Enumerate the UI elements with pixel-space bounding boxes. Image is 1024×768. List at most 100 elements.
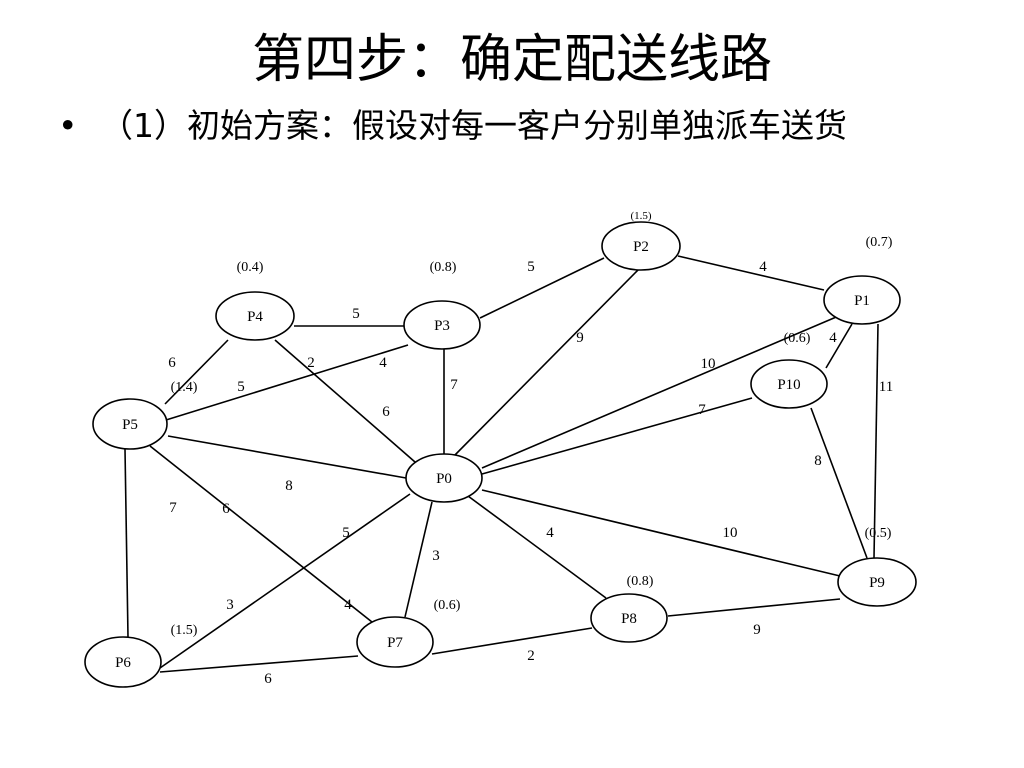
node-label: P2 <box>633 239 649 255</box>
node-p8: P8 <box>590 593 668 643</box>
edge-distance-label: 6 <box>168 355 176 371</box>
edge-distance-label: 3 <box>226 597 234 613</box>
edge-p5-p7 <box>149 445 373 623</box>
node-ellipse <box>92 398 168 450</box>
node-ellipse <box>601 221 681 271</box>
demand-label-p3: (0.8) <box>430 260 457 275</box>
edge-distance-label: 7 <box>169 500 177 516</box>
edge-distance-label: 5 <box>527 259 535 275</box>
node-label: P4 <box>247 309 263 325</box>
edge-distance-label: 4 <box>379 355 387 371</box>
demand-label-p1: (0.7) <box>866 235 893 250</box>
edge-distance-label: 6 <box>382 404 390 420</box>
node-p0: P0 <box>405 453 483 503</box>
demand-label-p4: (0.4) <box>237 260 264 275</box>
edge-distance-label: 5 <box>237 379 245 395</box>
edge-distance-label: 8 <box>814 453 822 469</box>
edge-p4-p5 <box>164 339 229 405</box>
node-ellipse <box>837 557 917 607</box>
edge-distance-label: 3 <box>432 548 440 564</box>
node-p6: P6 <box>84 636 162 688</box>
edge-p2-p3 <box>479 257 605 319</box>
edge-distance-label: 10 <box>723 525 738 541</box>
edge-p9-p10 <box>810 407 868 559</box>
demand-label-p10: (0.6) <box>784 331 811 346</box>
edge-p1-p10 <box>825 323 853 369</box>
node-label: P10 <box>777 377 800 393</box>
edge-p0-p8 <box>467 495 607 599</box>
demand-layer: (0.7) (1.5) (0.8) (0.4) (1.4) (1.5) (0.6) (0.8)… <box>171 210 893 638</box>
edge-p6-p7 <box>159 655 359 673</box>
edge-p0-p9 <box>481 489 841 577</box>
edges-layer <box>124 255 879 673</box>
node-ellipse <box>215 291 295 341</box>
node-ellipse <box>823 275 901 325</box>
demand-label-p9: (0.5) <box>865 526 892 541</box>
node-ellipse <box>750 359 828 409</box>
bullet-dot: • <box>58 106 78 145</box>
demand-label-p5: (1.4) <box>171 380 198 395</box>
edge-distance-label: 4 <box>759 259 767 275</box>
node-p7: P7 <box>356 616 434 668</box>
edge-distance-label: 11 <box>879 379 893 395</box>
slide-title: 第四步：确定配送线路 <box>251 30 772 90</box>
edge-distance-label: 2 <box>527 648 535 664</box>
edge-p0-p1 <box>481 311 849 469</box>
edge-distance-label: 5 <box>352 306 360 322</box>
edge-p0-p4 <box>274 339 416 463</box>
edge-p3-p5 <box>165 344 409 421</box>
node-p3: P3 <box>403 300 481 350</box>
edge-p0-p7 <box>404 501 433 618</box>
node-ellipse <box>405 453 483 503</box>
edge-p0-p6 <box>159 493 411 669</box>
demand-label-p2: (1.5) <box>630 210 651 222</box>
edge-labels-layer: 10 9 7 6 8 5 3 4 10 7 4 5 5 2 4 7 6 2 9 8 4 11 6 6 5 3 4 <box>168 259 893 687</box>
bullet-text: （1）初始方案：假设对每一客户分别单独派车送货 <box>100 106 847 145</box>
edge-p0-p5 <box>167 435 407 479</box>
edge-p8-p9 <box>667 598 841 617</box>
edge-distance-label: 10 <box>701 356 716 372</box>
edge-p0-p10 <box>481 397 753 475</box>
node-ellipse <box>403 300 481 350</box>
node-label: P9 <box>869 575 885 591</box>
demand-label-p6: (1.5) <box>171 623 198 638</box>
edge-p7-p8 <box>431 627 593 655</box>
edge-distance-label: 7 <box>450 377 458 393</box>
node-label: P0 <box>436 471 452 487</box>
node-ellipse <box>590 593 668 643</box>
edge-p5-p6 <box>124 448 129 638</box>
node-p5: P5 <box>92 398 168 450</box>
edge-distance-label: 6 <box>264 671 272 687</box>
node-label: P5 <box>122 417 138 433</box>
demand-label-p7: (0.6) <box>434 598 461 613</box>
node-label: P8 <box>621 611 637 627</box>
node-label: P3 <box>434 318 450 334</box>
edge-distance-label: 5 <box>342 525 350 541</box>
node-p9: P9 <box>837 557 917 607</box>
edge-distance-label: 4 <box>344 597 352 613</box>
edge-distance-label: 9 <box>576 330 584 346</box>
edge-distance-label: 6 <box>222 501 230 517</box>
edge-distance-label: 4 <box>829 330 837 346</box>
node-p1: P1 <box>823 275 901 325</box>
node-p4: P4 <box>215 291 295 341</box>
node-label: P7 <box>387 635 403 651</box>
demand-label-p8: (0.8) <box>627 574 654 589</box>
edge-p1-p9 <box>873 323 879 559</box>
edge-distance-label: 9 <box>753 622 761 638</box>
node-p2: P2 <box>601 221 681 271</box>
node-ellipse <box>356 616 434 668</box>
edge-distance-label: 2 <box>307 355 315 371</box>
edge-p0-p2 <box>451 269 639 459</box>
node-label: P6 <box>115 655 131 671</box>
node-p10: P10 <box>750 359 828 409</box>
edge-p1-p2 <box>677 255 825 291</box>
edge-distance-label: 8 <box>285 478 293 494</box>
node-label: P1 <box>854 293 870 309</box>
node-ellipse <box>84 636 162 688</box>
edge-distance-label: 7 <box>698 402 706 418</box>
bullet-item: • （1）初始方案：假设对每一客户分别单独派车送货 <box>58 104 968 148</box>
edge-distance-label: 4 <box>546 525 554 541</box>
